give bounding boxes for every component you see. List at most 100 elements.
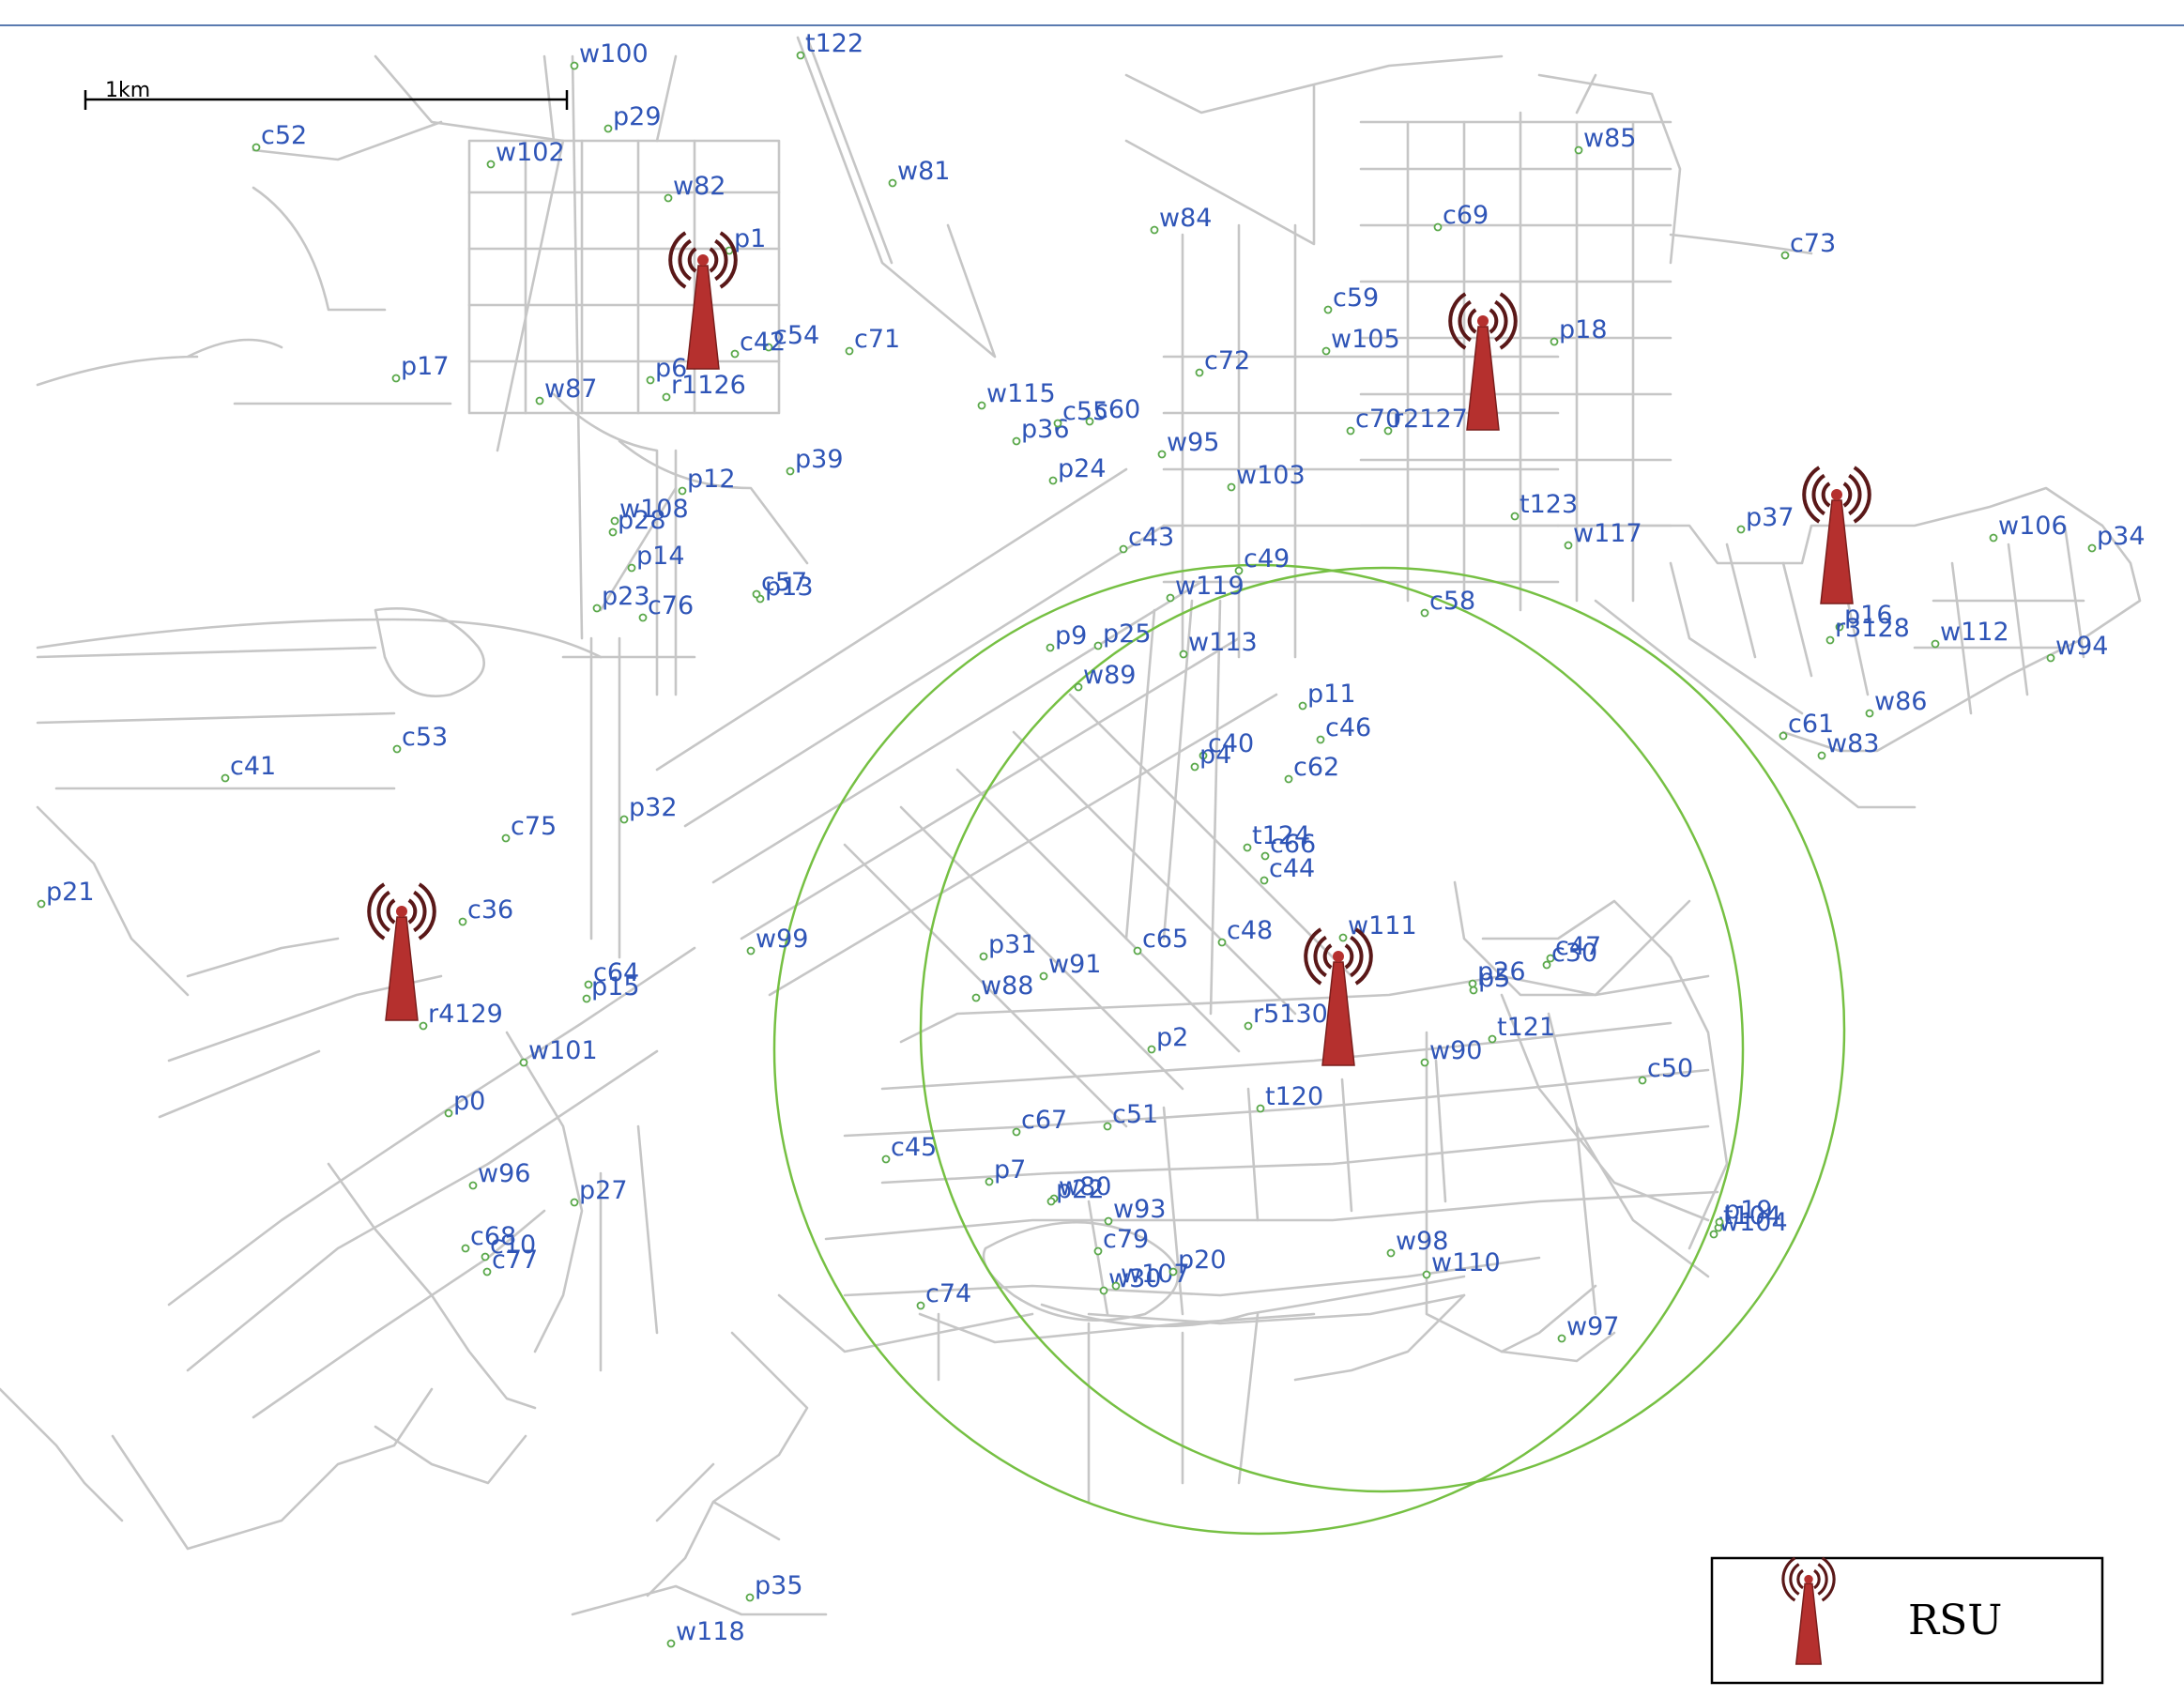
node-marker (1422, 1270, 1431, 1279)
node-label: w99 (756, 925, 808, 954)
node-label: w118 (676, 1617, 745, 1646)
node-label: c65 (1142, 925, 1188, 954)
node-label: c47 (1555, 932, 1601, 961)
node-label: p13 (765, 573, 814, 602)
node-marker (1931, 639, 1940, 649)
node-marker (1338, 933, 1348, 942)
node-label: w82 (673, 172, 725, 201)
node-label: c67 (1021, 1106, 1067, 1135)
node-marker (1150, 225, 1159, 235)
node-label: c77 (492, 1246, 538, 1275)
node-marker (845, 346, 854, 356)
node-label: p21 (46, 878, 95, 907)
node-marker (1244, 1021, 1253, 1031)
node-label: c79 (1103, 1225, 1149, 1254)
node-label: r5130 (1253, 1000, 1328, 1029)
node-marker (1048, 476, 1058, 485)
node-label: p35 (755, 1571, 803, 1600)
node-label: w93 (1113, 1195, 1166, 1224)
node-label: w106 (1998, 512, 2068, 541)
node-label: w104 (1718, 1208, 1788, 1237)
node-marker (468, 1181, 478, 1190)
node-marker (1546, 954, 1555, 963)
node-marker (1542, 960, 1551, 970)
node-marker (1386, 1248, 1396, 1258)
node-label: p2 (1156, 1023, 1188, 1052)
rsu-tower-icon (1448, 292, 1518, 431)
radio-tower-icon (1781, 1556, 1836, 1665)
node-marker (977, 401, 986, 410)
node-marker (666, 1639, 676, 1648)
node-marker (1039, 971, 1048, 981)
node-label: t122 (805, 29, 863, 58)
node-label: r4129 (428, 1000, 503, 1029)
node-label: c41 (230, 752, 276, 781)
node-marker (1779, 731, 1788, 741)
node-marker (1420, 1058, 1429, 1067)
node-marker (1190, 762, 1199, 772)
node-label: w86 (1874, 687, 1927, 716)
node-marker (730, 349, 740, 359)
node-marker (392, 744, 402, 754)
node-marker (1012, 1127, 1021, 1137)
node-label: w115 (986, 379, 1056, 408)
node-marker (1104, 1216, 1113, 1226)
node-label: p20 (1178, 1246, 1227, 1275)
node-label: c54 (773, 321, 819, 350)
node-label: c48 (1227, 916, 1273, 945)
node-label: c74 (925, 1279, 971, 1308)
node-label: w85 (1583, 124, 1636, 153)
node-label: w111 (1348, 911, 1417, 940)
node-marker (627, 563, 636, 573)
node-marker (1736, 525, 1746, 534)
road-network (0, 36, 2142, 1616)
node-marker (582, 994, 591, 1003)
node-marker (1168, 1267, 1178, 1277)
node-marker (619, 815, 629, 824)
node-marker (979, 952, 988, 961)
node-marker (1256, 1104, 1265, 1113)
node-label: c64 (593, 958, 639, 987)
node-marker (1989, 533, 1998, 543)
rsu-tower-icon (668, 231, 738, 370)
node-marker (419, 1021, 428, 1031)
node-marker (1550, 337, 1559, 346)
node-label: w98 (1396, 1227, 1448, 1256)
node-label: c62 (1293, 753, 1339, 782)
node-marker (570, 1198, 579, 1207)
rsu-towers (367, 231, 1871, 1066)
node-marker (1234, 566, 1244, 575)
node-label: p32 (629, 793, 678, 822)
node-label: c45 (891, 1133, 937, 1162)
node-label: p14 (636, 542, 685, 571)
node-label: c66 (1270, 830, 1316, 859)
node-marker (501, 833, 511, 843)
node-label: c55 (1062, 397, 1108, 426)
node-label: w90 (1429, 1036, 1482, 1065)
node-label: p11 (1307, 680, 1356, 709)
node-label: p26 (1477, 957, 1526, 986)
node-marker (1179, 650, 1188, 659)
node-marker (881, 1154, 891, 1164)
node-label: c10 (490, 1231, 536, 1260)
node-label: p31 (988, 930, 1037, 959)
node-marker (664, 193, 673, 203)
node-label: w102 (496, 138, 565, 167)
node-marker (1383, 426, 1393, 436)
node-label: w112 (1940, 618, 2009, 647)
node-marker (764, 343, 773, 352)
node-marker (481, 1252, 490, 1261)
node-label: w105 (1331, 325, 1400, 354)
node-marker (1099, 1286, 1108, 1295)
node-marker (1564, 541, 1573, 550)
node-label: p1 (734, 224, 766, 253)
node-marker (221, 773, 230, 783)
node-label: c44 (1269, 854, 1315, 883)
node-label: r1126 (671, 371, 746, 400)
node-label: w110 (1431, 1248, 1501, 1277)
node-marker (486, 160, 496, 169)
node-marker (1709, 1230, 1718, 1239)
node-marker (444, 1108, 453, 1118)
node-marker (1119, 544, 1128, 554)
